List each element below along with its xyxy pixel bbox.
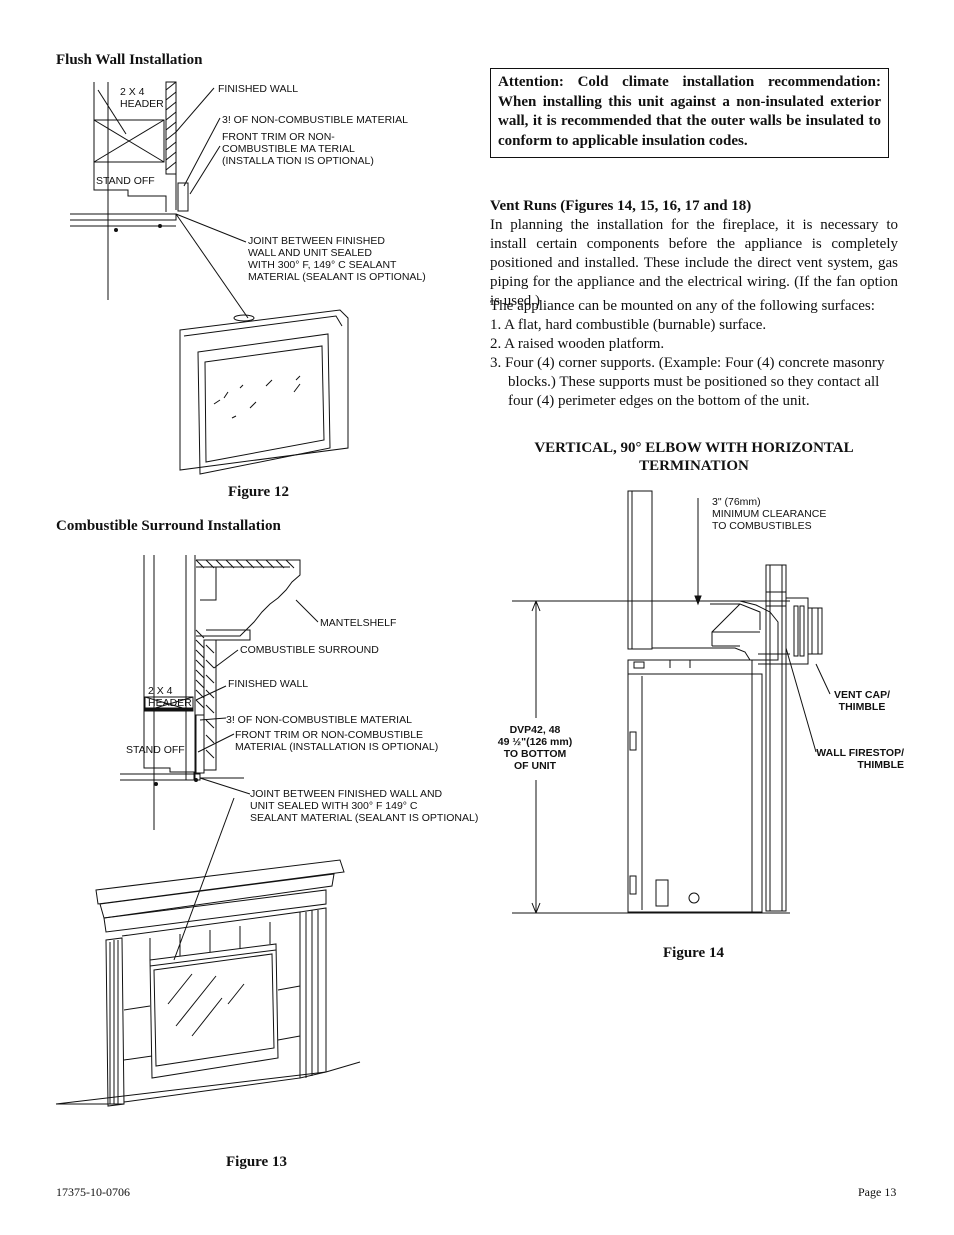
page-number: Page 13 [858,1185,897,1199]
fig12-front-trim-label: FRONT TRIM OR NON-COMBUSTIBLE MA TERIAL(… [222,131,374,167]
attention-box: Attention: Cold climate installation rec… [490,68,889,158]
surface-item: 3. Four (4) corner supports. (Example: F… [490,355,885,409]
fig12-finished-wall-label: FINISHED WALL [218,83,299,95]
surfaces-intro: The appliance can be mounted on any of t… [490,298,875,314]
fig13-combustible-surround-label: COMBUSTIBLE SURROUND [240,644,379,656]
flush-wall-heading: Flush Wall Installation [56,52,203,68]
fig13-stand-off-label: STAND OFF [126,744,185,756]
surface-item: 2. A raised wooden platform. [490,336,665,352]
fig13-non-combustible-label: 3! OF NON-COMBUSTIBLE MATERIAL [226,714,412,726]
fig13-finished-wall-label: FINISHED WALL [228,678,309,690]
combustible-surround-heading: Combustible Surround Installation [56,518,281,534]
vent-runs-heading: Vent Runs (Figures 14, 15, 16, 17 and 18… [490,198,752,214]
fig12-non-combustible-label: 3! OF NON-COMBUSTIBLE MATERIAL [222,114,408,126]
fig13-mantelshelf-label: MANTELSHELF [320,617,397,629]
mounting-surfaces: The appliance can be mounted on any of t… [490,297,898,411]
figure-14-caption: Figure 14 [663,945,724,961]
figure-13-caption: Figure 13 [226,1154,287,1170]
doc-number: 17375-10-0706 [56,1185,130,1199]
surfaces-list: 1. A flat, hard combustible (burnable) s… [490,316,898,411]
fig14-firestop-label: WALL FIRESTOP/THIMBLE [816,747,904,771]
fig12-stand-off-label: STAND OFF [96,175,155,187]
surface-item: 1. A flat, hard combustible (burnable) s… [490,317,767,333]
figure-12-caption: Figure 12 [228,484,289,500]
fig14-vent-cap-label: VENT CAP/THIMBLE [833,689,890,713]
vent-runs-paragraph: In planning the installation for the fir… [490,217,898,309]
